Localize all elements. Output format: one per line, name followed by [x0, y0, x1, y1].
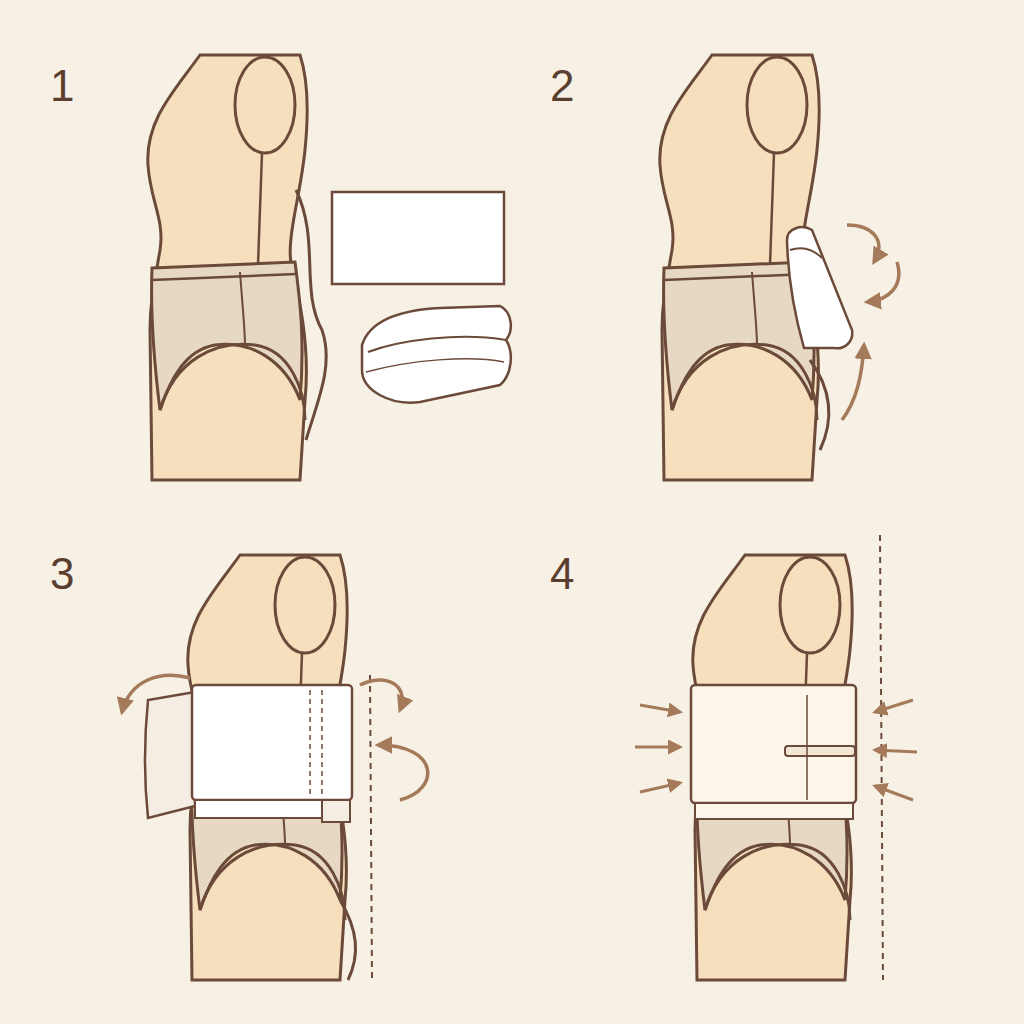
step-number: 3 [50, 552, 74, 596]
binder-strap [785, 746, 855, 756]
panel-three [122, 555, 428, 980]
binder-edge [695, 803, 853, 819]
panel-two [660, 55, 899, 480]
overlap-line [806, 695, 808, 800]
press-arrow [640, 705, 680, 712]
step-number: 2 [550, 64, 574, 108]
step-number: 4 [550, 552, 574, 596]
dashed-outline [370, 675, 372, 980]
press-arrow [640, 783, 680, 792]
back-curve [296, 190, 326, 440]
back-curve [340, 900, 356, 980]
curved-arrow [122, 675, 190, 712]
towel-fold [368, 337, 506, 352]
towel-fold [366, 359, 504, 372]
overlap-line [310, 690, 322, 798]
curved-arrow [360, 680, 402, 710]
flat-cloth [332, 192, 504, 284]
back-curve [810, 360, 829, 450]
binder-flap [145, 692, 195, 818]
curved-arrow [847, 225, 879, 262]
press-arrow [875, 700, 913, 712]
press-arrow [875, 750, 917, 752]
panel-one [148, 55, 511, 480]
curved-arrow [378, 745, 428, 800]
step-number: 1 [50, 64, 74, 108]
folded-towel [362, 306, 511, 403]
torso-figure [148, 55, 307, 480]
panel-four [635, 535, 917, 980]
folded-towel [787, 227, 852, 348]
binder-band [691, 685, 856, 803]
press-arrow [635, 746, 680, 749]
binder-band [192, 685, 352, 800]
curved-arrow [842, 345, 864, 420]
press-arrow [875, 786, 913, 800]
dashed-outline [880, 535, 883, 980]
binder-tab [322, 800, 350, 822]
curved-arrow [867, 262, 899, 302]
towel-fold [790, 248, 822, 258]
